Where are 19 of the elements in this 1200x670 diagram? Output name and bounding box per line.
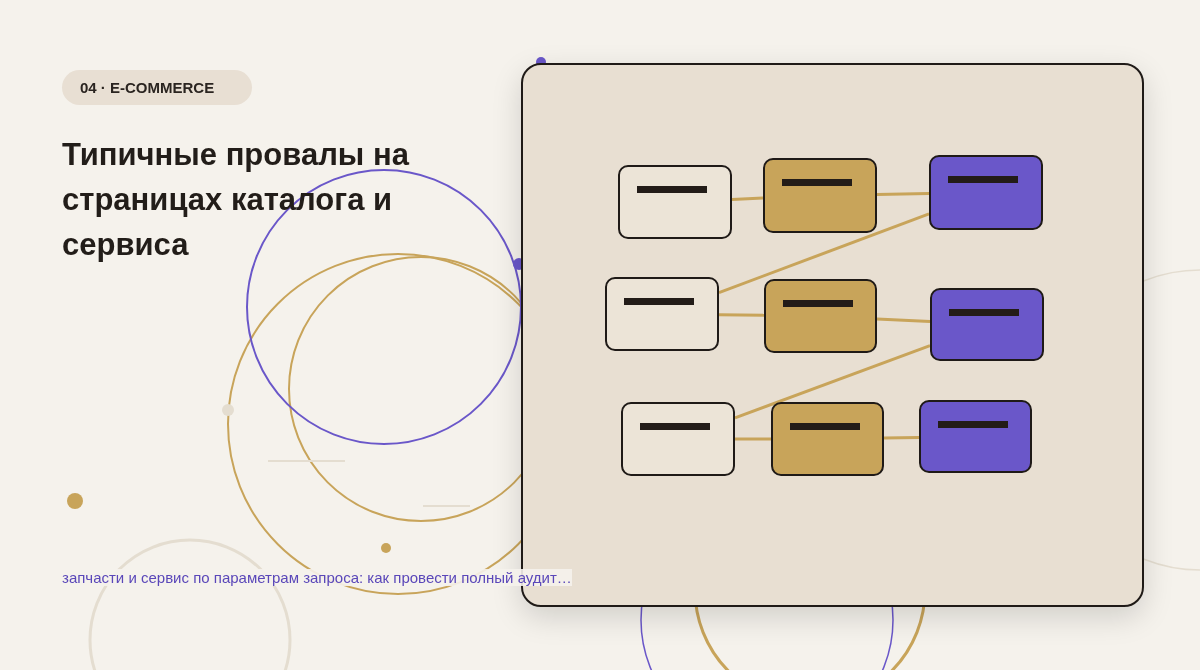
connector-line: [718, 212, 930, 295]
connector-line: [734, 344, 931, 420]
connector-line: [735, 437, 771, 441]
process-box: [618, 165, 732, 239]
process-box: [621, 402, 735, 476]
subtitle: запчасти и сервис по параметрам запроса: как провести полный аудит…: [62, 569, 572, 586]
process-box: [930, 288, 1044, 361]
process-box: [764, 279, 877, 353]
connector-line: [876, 192, 930, 196]
process-box: [605, 277, 719, 351]
connector-line: [876, 317, 931, 324]
category-tag: 04 · E-COMMERCE: [62, 70, 252, 105]
process-box: [919, 400, 1032, 473]
process-box: [763, 158, 877, 233]
connector-line: [719, 313, 765, 317]
process-box: [929, 155, 1043, 230]
connector-line: [883, 435, 920, 440]
process-box: [771, 402, 884, 476]
connector-line: [731, 196, 764, 201]
